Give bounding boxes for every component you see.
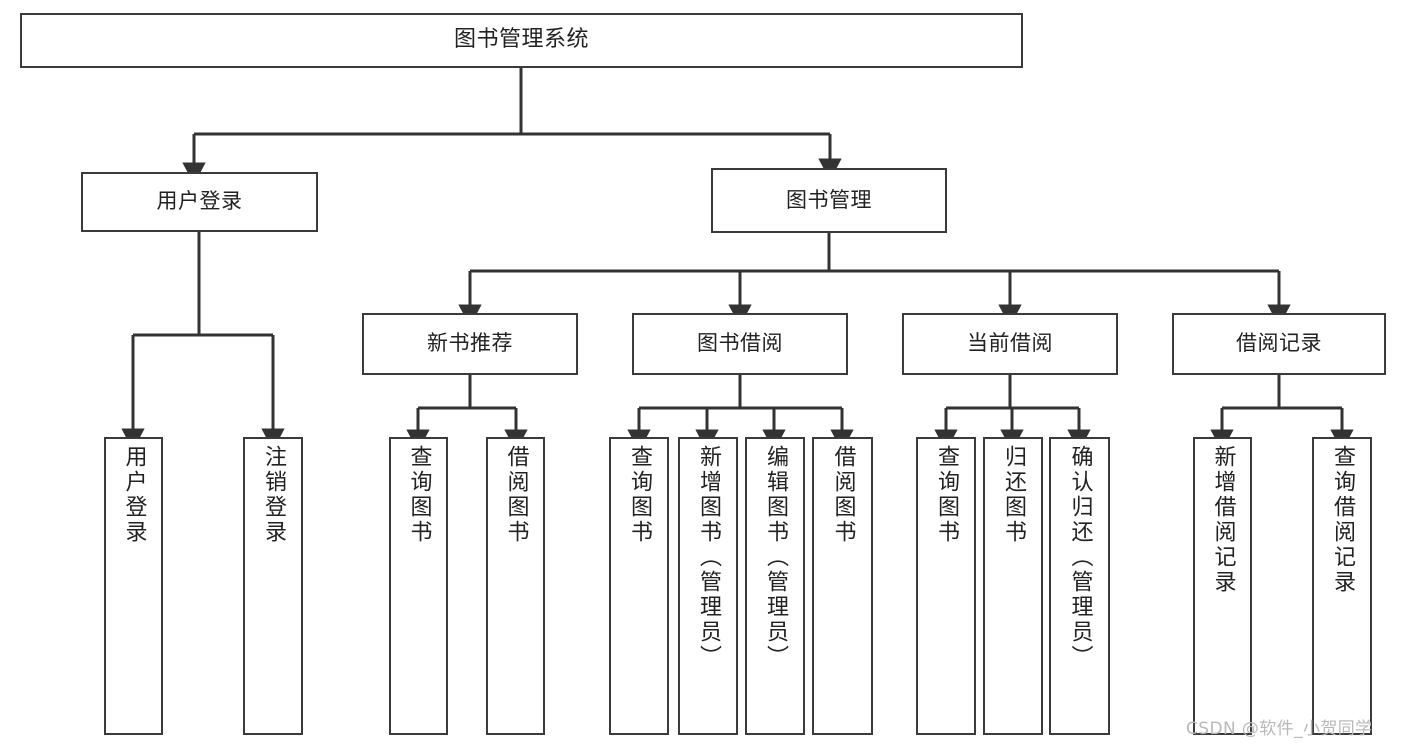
node-label: 图书管理系统 [453,27,589,53]
node-label: 查询图书 [406,445,432,545]
leaf-query-book-2[interactable]: 查询图书 [609,437,669,735]
node-label: 编辑图书（管理员） [763,445,788,670]
node-label: 用户登录 [121,445,147,545]
leaf-borrow-book-2[interactable]: 借阅图书 [812,437,873,735]
node-label: 借阅记录 [1236,331,1322,356]
node-current-borrow[interactable]: 当前借阅 [902,313,1118,375]
leaf-query-book-3[interactable]: 查询图书 [916,437,976,735]
leaf-add-book[interactable]: 新增图书（管理员） [678,437,738,735]
node-book-manage[interactable]: 图书管理 [711,168,947,233]
node-label: 查询图书 [627,445,652,545]
node-new-book-recommend[interactable]: 新书推荐 [362,313,578,375]
node-label: 图书管理 [786,187,872,212]
leaf-query-record[interactable]: 查询借阅记录 [1312,437,1372,735]
node-user-login[interactable]: 用户登录 [81,172,318,232]
node-label: 新书推荐 [427,331,513,356]
node-label: 用户登录 [156,189,243,214]
leaf-add-record[interactable]: 新增借阅记录 [1193,437,1252,735]
node-root-system[interactable]: 图书管理系统 [20,13,1023,68]
node-label: 借阅图书 [830,445,856,545]
node-book-borrow[interactable]: 图书借阅 [632,313,848,375]
leaf-edit-book[interactable]: 编辑图书（管理员） [745,437,805,735]
node-label: 注销登录 [261,445,286,545]
leaf-logout[interactable]: 注销登录 [243,437,303,735]
node-label: 确认归还（管理员） [1067,445,1093,670]
node-label: 归还图书 [1001,445,1026,545]
node-borrow-record[interactable]: 借阅记录 [1172,313,1386,375]
node-label: 查询图书 [934,445,959,545]
node-label: 借阅图书 [503,445,529,545]
node-label: 图书借阅 [697,331,783,356]
node-label: 查询借阅记录 [1330,445,1355,595]
node-label: 新增借阅记录 [1210,445,1236,595]
leaf-confirm-return[interactable]: 确认归还（管理员） [1049,437,1110,735]
leaf-return-book[interactable]: 归还图书 [983,437,1043,735]
leaf-borrow-book-1[interactable]: 借阅图书 [486,437,545,735]
leaf-user-login[interactable]: 用户登录 [104,437,163,735]
leaf-query-book-1[interactable]: 查询图书 [389,437,448,735]
node-label: 当前借阅 [967,331,1053,356]
node-label: 新增图书（管理员） [696,445,721,670]
